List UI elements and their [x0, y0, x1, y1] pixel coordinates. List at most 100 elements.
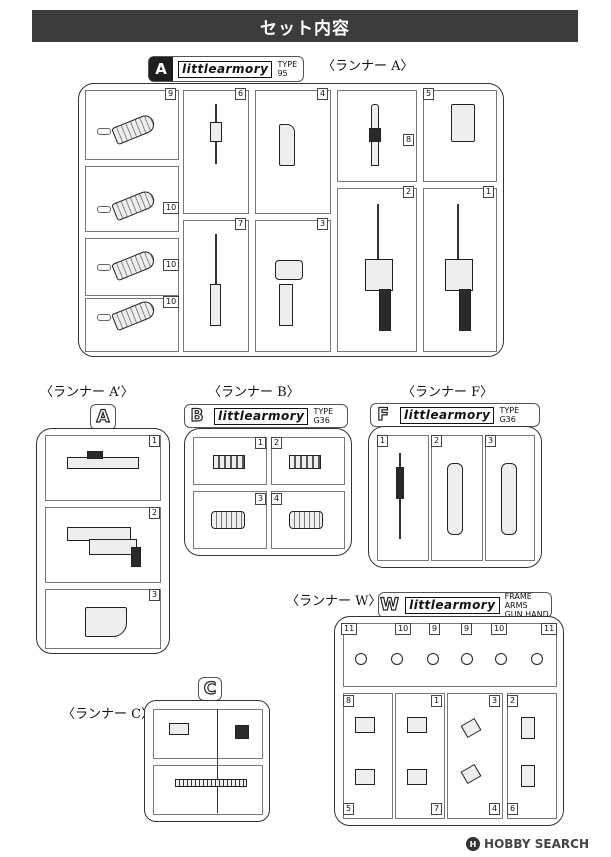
cell-a-4 — [255, 90, 331, 214]
sprue-gate — [97, 206, 111, 213]
part-number: 3 — [149, 589, 161, 601]
handguard-part — [447, 463, 463, 535]
part-number: 2 — [403, 186, 415, 198]
cell-c-top — [153, 709, 263, 759]
runner-w-label: 〈ランナー W〉 — [286, 594, 382, 609]
gun-hand-part — [521, 765, 535, 787]
receiver-part — [445, 259, 473, 291]
cell-a2-2 — [45, 507, 161, 583]
barrel-part — [457, 204, 459, 264]
runner-f: 1 2 3 — [368, 426, 542, 568]
gun-hand-part — [521, 717, 535, 739]
sprue-gate — [97, 264, 111, 271]
rail-block — [210, 122, 222, 142]
runner-w: 11 10 9 9 10 11 8 1 3 2 5 7 4 6 — [334, 616, 564, 826]
scope-part — [169, 723, 189, 735]
little-armory-logo: littlearmory — [214, 407, 309, 425]
cell-a-6 — [183, 90, 249, 214]
cell-a-1 — [423, 188, 497, 352]
cell-w-1 — [395, 693, 445, 819]
bayonet-handle — [369, 128, 381, 142]
cell-a2-3 — [45, 589, 161, 649]
sprue-gate — [97, 128, 111, 135]
runner-a2-label: 〈ランナー A’〉 — [40, 385, 134, 400]
grip-part — [459, 289, 471, 331]
little-armory-logo: littlearmory — [400, 406, 495, 424]
part-number: 1 — [431, 695, 443, 707]
part-number: 9 — [165, 88, 177, 100]
part-number: 6 — [507, 803, 519, 815]
receiver-part — [365, 259, 393, 291]
part-number: 10 — [163, 202, 180, 214]
gun-hand-part — [407, 769, 427, 785]
cell-w-2 — [507, 693, 557, 819]
stock-part — [89, 539, 137, 555]
part-number: 10 — [163, 296, 180, 308]
hand-joint-part — [531, 653, 543, 665]
rail-block — [210, 284, 221, 326]
rail-part — [175, 779, 247, 787]
gun-hand-part — [407, 717, 427, 733]
stock-part — [451, 104, 475, 142]
runner-c — [144, 700, 270, 822]
part-number: 1 — [255, 437, 267, 449]
cell-b-2 — [271, 437, 345, 485]
cell-f-2 — [431, 435, 483, 561]
receiver-part — [67, 457, 139, 469]
part-number: 2 — [149, 507, 161, 519]
little-armory-logo: littlearmory — [178, 60, 273, 78]
handguard-part — [279, 124, 295, 166]
hand-joint-part — [391, 653, 403, 665]
page-title: セット内容 — [260, 18, 350, 39]
cell-a-3 — [255, 220, 331, 352]
rail-block — [279, 284, 293, 326]
part-number: 3 — [255, 493, 267, 505]
runner-b-letter: B — [190, 405, 204, 426]
part-number: 8 — [343, 695, 355, 707]
part-number: 6 — [235, 88, 247, 100]
cell-b-4 — [271, 491, 345, 549]
part-number: 10 — [491, 623, 508, 635]
cell-a-2 — [337, 188, 417, 352]
part-number: 4 — [489, 803, 501, 815]
runner-a2-tab: A — [90, 404, 116, 430]
runner-b-label: 〈ランナー B〉 — [208, 385, 300, 400]
part-number: 5 — [423, 88, 435, 100]
cell-b-1 — [193, 437, 267, 485]
part-number: 1 — [149, 435, 161, 447]
runner-a: 9 6 4 5 10 8 10 7 3 2 1 10 — [78, 83, 504, 357]
hobby-search-watermark: H HOBBY SEARCH — [466, 837, 589, 851]
carry-handle-part — [275, 260, 303, 280]
sight-part — [87, 451, 103, 459]
runner-c-label: 〈ランナー C〉 — [62, 707, 155, 722]
cell-f-3 — [485, 435, 535, 561]
page-header: セット内容 — [32, 10, 578, 42]
magazine-part — [289, 455, 321, 469]
part-number: 11 — [541, 623, 558, 635]
part-number: 5 — [343, 803, 355, 815]
part-number: 4 — [317, 88, 329, 100]
cell-a-9 — [85, 90, 179, 160]
magazine-part — [289, 511, 323, 529]
scope-part — [235, 725, 249, 739]
hand-joint-part — [461, 653, 473, 665]
part-number: 8 — [403, 134, 415, 146]
part-number: 11 — [341, 623, 358, 635]
hand-joint-part — [355, 653, 367, 665]
cell-w-3 — [447, 693, 503, 819]
part-number: 2 — [431, 435, 443, 447]
watermark-logo-icon: H — [466, 837, 481, 851]
rail-block — [396, 467, 404, 499]
gun-hand-part — [355, 769, 375, 785]
rail-part — [215, 234, 217, 324]
cell-c-bottom — [153, 765, 263, 815]
part-number: 9 — [461, 623, 473, 635]
runner-w-letter: W — [380, 594, 400, 615]
cell-a-8 — [337, 90, 417, 182]
